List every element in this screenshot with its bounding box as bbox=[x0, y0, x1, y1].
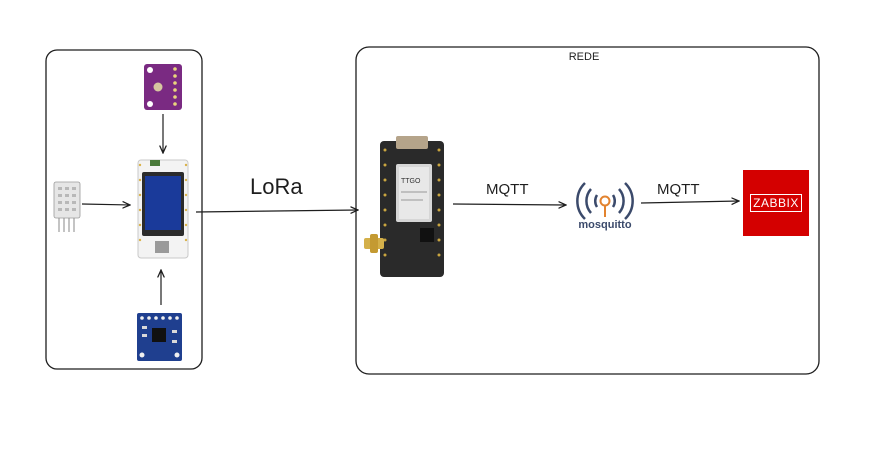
arrow-lora-link bbox=[195, 210, 358, 212]
ttgo-lora-gateway-board: TTGO bbox=[364, 136, 444, 277]
mosquitto-logo-icon bbox=[576, 182, 634, 220]
zabbix-logo-text: ZABBIX bbox=[750, 194, 802, 212]
mpu6050-sensor-board bbox=[137, 313, 182, 361]
dht22-sensor bbox=[53, 181, 81, 232]
arrow-dht-to-esp32 bbox=[81, 204, 130, 205]
zabbix-logo: ZABBIX bbox=[743, 170, 809, 236]
mqtt-link-label-2: MQTT bbox=[657, 181, 700, 198]
arrow-mqtt-to-broker bbox=[452, 204, 566, 205]
bmp280-sensor-board bbox=[144, 64, 182, 110]
lora-link-label: LoRa bbox=[250, 174, 303, 199]
mosquitto-logo-text: mosquitto bbox=[578, 219, 632, 231]
network-group-label: REDE bbox=[568, 51, 600, 63]
esp32-lora-oled-board bbox=[137, 159, 189, 259]
arrow-mqtt-to-zabbix bbox=[640, 201, 739, 203]
mqtt-link-label-1: MQTT bbox=[486, 181, 529, 198]
svg-text:TTGO: TTGO bbox=[401, 178, 421, 185]
sensor-node-container bbox=[45, 49, 203, 370]
